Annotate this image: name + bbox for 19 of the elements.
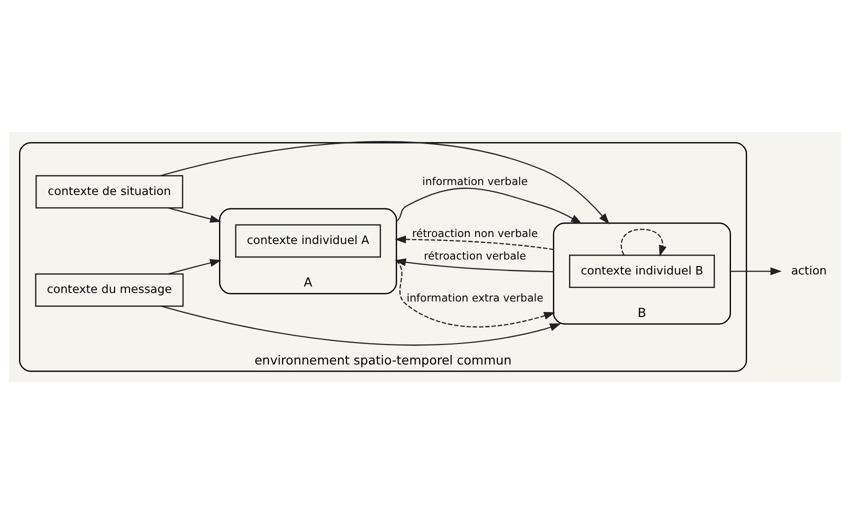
arrow bbox=[394, 258, 554, 272]
arrow bbox=[620, 228, 667, 257]
node-box: contexte individuel A bbox=[235, 224, 381, 258]
node-box: contexte du message bbox=[35, 273, 184, 307]
arrow bbox=[394, 236, 554, 250]
arrow bbox=[168, 259, 222, 274]
edge-label: information verbale bbox=[422, 175, 528, 188]
arrow bbox=[161, 306, 562, 346]
node-box: contexte individuel B bbox=[569, 254, 715, 288]
edge-label: rétroaction verbale bbox=[424, 249, 526, 262]
node-box: contexte de situation bbox=[36, 175, 184, 209]
edge-label: information extra verbale bbox=[406, 291, 544, 304]
arrow bbox=[396, 188, 582, 224]
arrow bbox=[730, 267, 782, 276]
arrow bbox=[160, 141, 610, 224]
edge-label: rétroaction non verbale bbox=[412, 227, 538, 240]
arrow bbox=[168, 207, 222, 223]
arrow bbox=[396, 260, 556, 328]
node-text: action bbox=[791, 263, 827, 278]
